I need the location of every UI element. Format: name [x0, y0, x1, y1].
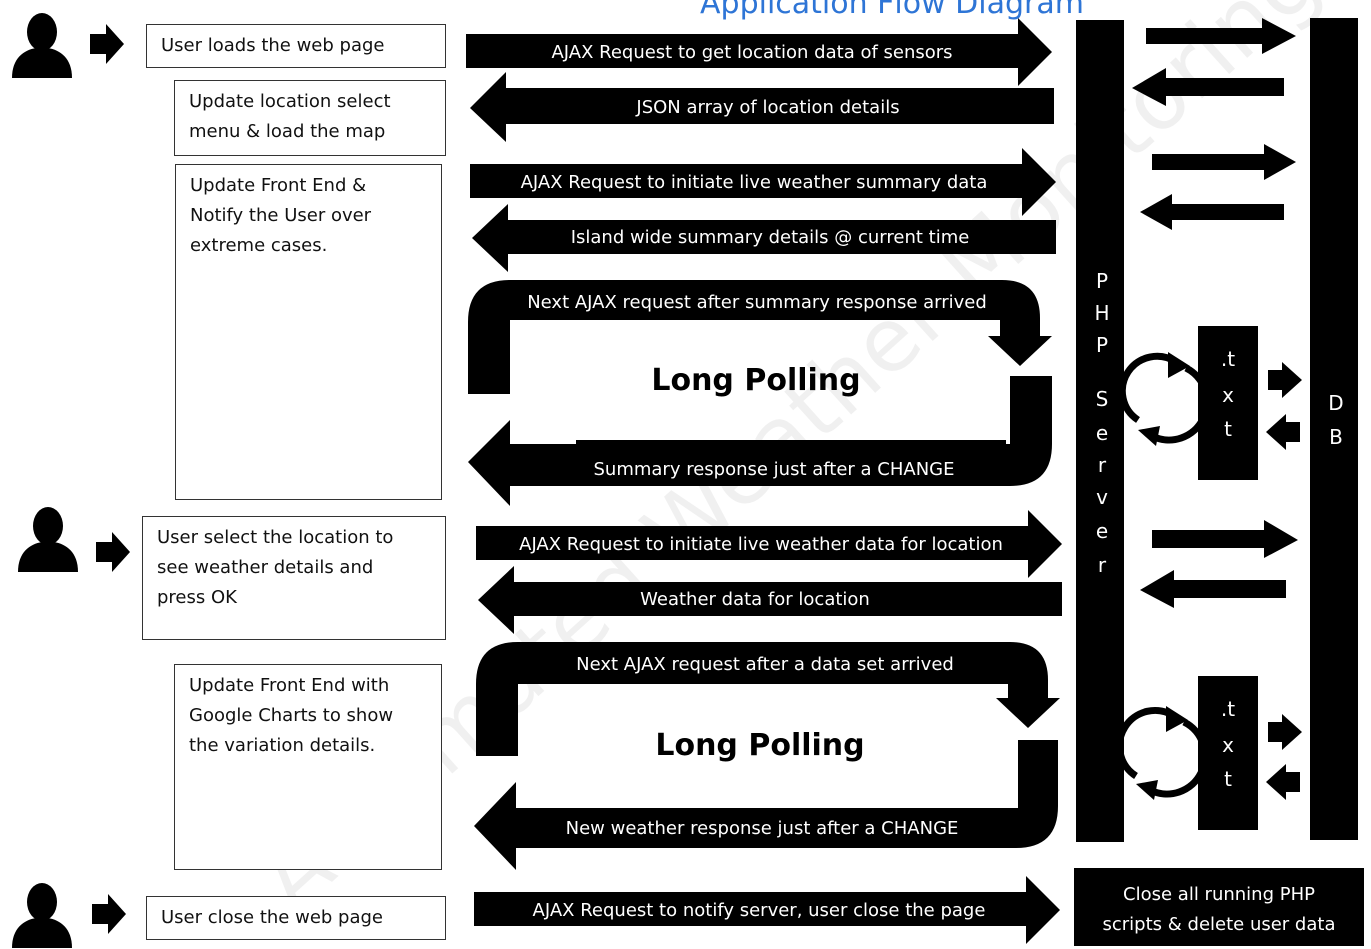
database: D B: [1310, 18, 1358, 840]
user-icon: [18, 507, 78, 572]
arrow-left-icon: [1132, 68, 1284, 106]
refresh-cycle-icon: [1116, 706, 1209, 800]
ajax-weather-arrow: AJAX Request to initiate live weather da…: [476, 510, 1062, 578]
arrow-left-icon: [1266, 414, 1300, 450]
server-letter: e: [1096, 519, 1108, 543]
update-charts-box: Update Front End with Google Charts to s…: [174, 664, 442, 870]
server-letter: P: [1096, 269, 1108, 293]
weather-data-arrow: Weather data for location: [478, 566, 1062, 634]
diagram-title: Application Flow Diagram: [700, 0, 1084, 21]
server-letter: v: [1096, 485, 1108, 509]
ajax-summary-arrow: AJAX Request to initiate live weather su…: [470, 148, 1056, 216]
arrow-right-icon: [1152, 520, 1298, 558]
svg-text:.t: .t: [1221, 697, 1235, 721]
arrow-right-icon: [1268, 714, 1302, 750]
long-polling-loop-2: Next AJAX request after a data set arriv…: [474, 642, 1060, 870]
update-front-end-box: Update Front End & Notify the User over …: [175, 164, 442, 500]
svg-text:t: t: [1224, 767, 1232, 791]
next-summary-label: Next AJAX request after summary response…: [527, 292, 987, 313]
server-letter: e: [1096, 421, 1108, 445]
svg-text:.t: .t: [1221, 347, 1235, 371]
weather-data-label: Weather data for location: [640, 589, 870, 610]
long-polling-label-2: Long Polling: [655, 728, 864, 763]
arrow-right-icon: [92, 894, 126, 934]
weather-change-label: New weather response just after a CHANGE: [566, 818, 959, 839]
arrow-right-icon: [1152, 144, 1296, 180]
arrow-left-icon: [1140, 194, 1284, 230]
next-data-label: Next AJAX request after a data set arriv…: [576, 654, 954, 675]
php-server: P H P S e r v e r: [1076, 20, 1124, 842]
json-location-label: JSON array of location details: [635, 97, 899, 118]
server-letter: r: [1098, 553, 1107, 577]
island-summary-label: Island wide summary details @ current ti…: [571, 227, 970, 248]
ajax-location-arrow: AJAX Request to get location data of sen…: [466, 18, 1052, 86]
svg-text:t: t: [1224, 417, 1232, 441]
long-polling-label: Long Polling: [651, 363, 860, 398]
server-letter: S: [1096, 387, 1109, 411]
summary-change-label: Summary response just after a CHANGE: [593, 459, 954, 480]
server-letter: H: [1094, 301, 1109, 325]
svg-text:Close all running PHP: Close all running PHP: [1123, 884, 1315, 905]
ajax-close-label: AJAX Request to notify server, user clos…: [533, 900, 986, 921]
arrow-right-icon: [90, 24, 124, 64]
ajax-location-label: AJAX Request to get location data of sen…: [551, 42, 952, 63]
close-page-box: User close the web page: [146, 896, 446, 940]
svg-text:x: x: [1222, 733, 1234, 757]
close-scripts-box: Close all running PHP scripts & delete u…: [1074, 868, 1364, 946]
select-location-box: User select the location to see weather …: [142, 516, 446, 640]
db-letter: B: [1329, 425, 1343, 449]
arrow-left-icon: [1266, 764, 1300, 800]
server-letter: P: [1096, 333, 1108, 357]
svg-text:scripts & delete user data: scripts & delete user data: [1103, 914, 1336, 935]
txt-file-2: .t x t: [1198, 676, 1258, 830]
island-summary-arrow: Island wide summary details @ current ti…: [472, 204, 1056, 272]
user-icon: [12, 13, 72, 78]
ajax-weather-label: AJAX Request to initiate live weather da…: [519, 534, 1003, 555]
arrow-right-icon: [1268, 362, 1302, 398]
ajax-close-arrow: AJAX Request to notify server, user clos…: [474, 876, 1060, 944]
json-location-arrow: JSON array of location details: [470, 72, 1054, 142]
db-letter: D: [1328, 391, 1343, 415]
svg-text:x: x: [1222, 383, 1234, 407]
load-page-box: User loads the web page: [146, 24, 446, 68]
update-location-box: Update location select menu & load the m…: [174, 80, 446, 156]
long-polling-loop-1: Next AJAX request after summary response…: [468, 280, 1052, 506]
server-letter: r: [1098, 453, 1107, 477]
refresh-cycle-icon: [1118, 352, 1211, 446]
arrow-left-icon: [1140, 570, 1286, 608]
ajax-summary-label: AJAX Request to initiate live weather su…: [521, 172, 988, 193]
arrow-right-icon: [1146, 18, 1296, 54]
user-icon: [12, 883, 72, 948]
arrow-right-icon: [96, 532, 130, 572]
